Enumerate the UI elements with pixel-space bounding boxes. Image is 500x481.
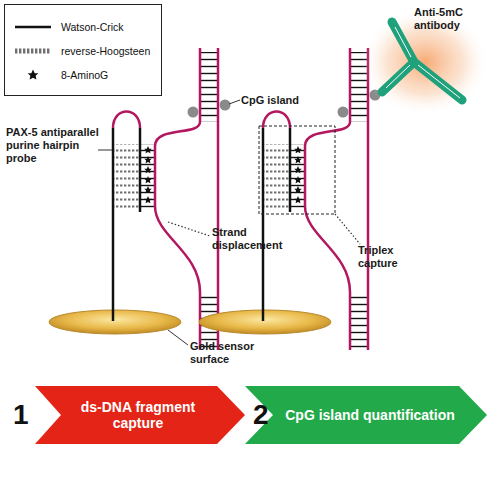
chain-line xyxy=(418,65,460,98)
legend-item: 8-AminoG xyxy=(13,67,108,83)
chevron-fill xyxy=(35,386,245,444)
antibody-arm xyxy=(382,62,414,92)
methyl-group xyxy=(338,107,349,118)
striped-line-sample xyxy=(15,49,51,54)
antibody-symbol xyxy=(382,22,462,100)
antibody-label: Anti-5mC antibody xyxy=(414,6,486,32)
step-chevron: 1 ds-DNA fragment capture xyxy=(5,386,245,444)
legend-item: reverse-Hoogsteen xyxy=(13,43,150,59)
step-title: ds-DNA fragment capture xyxy=(63,386,213,444)
antibody-chains xyxy=(386,27,460,98)
step-number: 1 xyxy=(13,386,33,444)
star-sample xyxy=(28,69,39,79)
methyl-group xyxy=(188,107,199,118)
chain-line xyxy=(386,65,410,88)
cpg-label: CpG island xyxy=(241,94,331,107)
solid-line-sample xyxy=(15,26,51,29)
triplex-box xyxy=(259,126,335,214)
displacement-label: Strand displacement xyxy=(212,226,300,252)
step-chevron: 2CpG island quantification xyxy=(245,386,487,444)
legend-sample xyxy=(13,68,53,82)
legend-sample xyxy=(13,20,53,34)
methyl-group xyxy=(220,100,231,111)
leader-line xyxy=(168,222,210,236)
probe-label: PAX-5 antiparallel purine hairpin probe xyxy=(6,126,106,166)
capture-construct xyxy=(199,48,368,350)
step-number: 2 xyxy=(253,386,273,444)
legend-text: 8-AminoG xyxy=(61,69,108,81)
surface-label: Gold sensor surface xyxy=(190,340,270,366)
leader-line xyxy=(229,100,240,104)
antibody-arm xyxy=(392,22,414,62)
triplex-label: Triplex capture xyxy=(358,244,428,270)
legend-sample xyxy=(13,44,53,58)
chain-line xyxy=(395,27,411,57)
legend-box: Watson-Crick reverse-Hoogsteen 8-AminoG xyxy=(4,4,162,96)
step-title: CpG island quantification xyxy=(285,386,455,444)
legend-text: reverse-Hoogsteen xyxy=(61,45,150,57)
leader-line xyxy=(98,150,112,151)
leader-line xyxy=(335,214,360,244)
legend-item: Watson-Crick xyxy=(13,19,124,35)
chevron-fill xyxy=(245,386,487,444)
antibody-stem xyxy=(414,62,462,100)
legend-text: Watson-Crick xyxy=(61,21,124,33)
leader-line xyxy=(168,330,188,345)
